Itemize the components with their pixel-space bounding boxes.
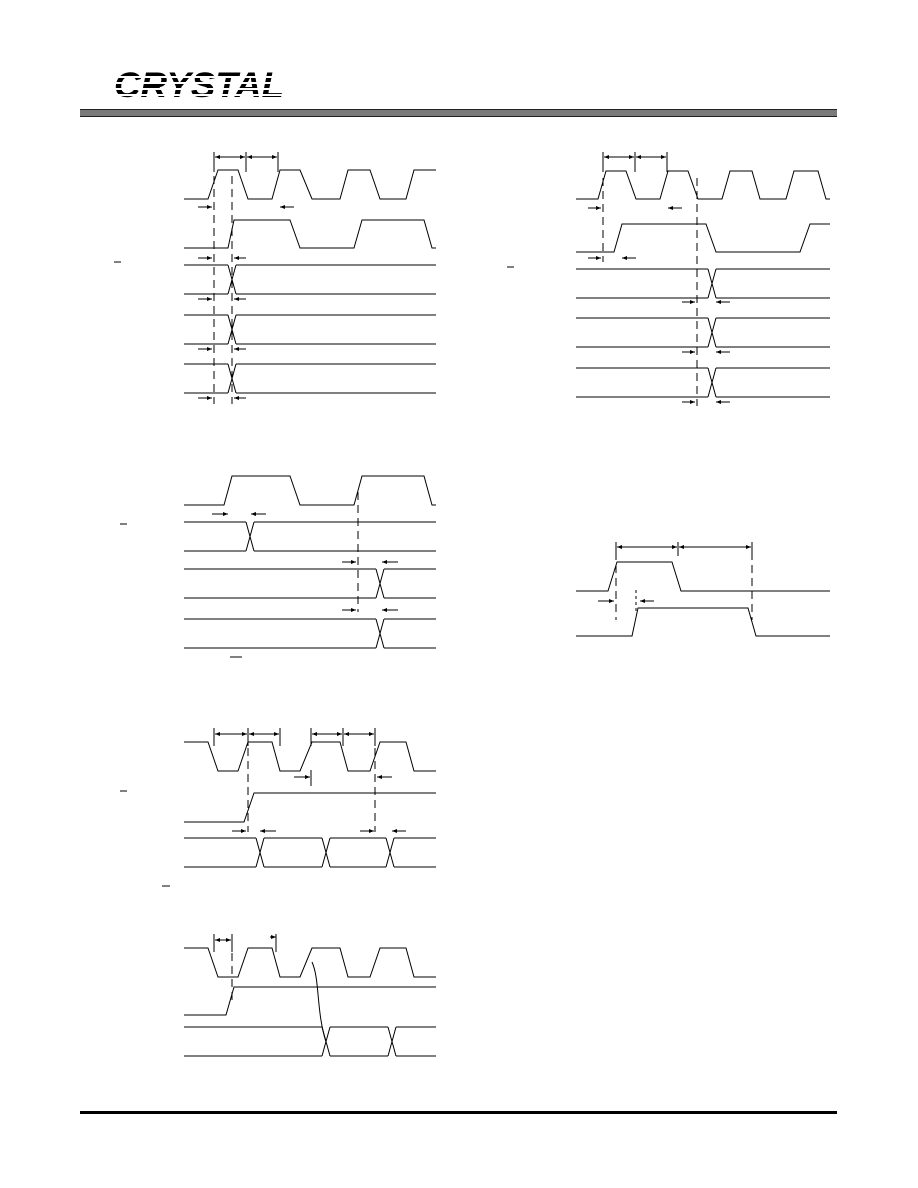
svg-text:CRYSTAL: CRYSTAL xyxy=(114,66,284,102)
control-waveform xyxy=(184,986,436,1016)
bus-waveform xyxy=(184,837,436,868)
timing-diagram-5 xyxy=(120,728,436,887)
clock-waveform xyxy=(576,607,830,637)
bus-waveform xyxy=(576,317,830,348)
bus-waveform xyxy=(576,367,830,398)
bus-waveform xyxy=(184,363,436,394)
bus-waveform xyxy=(184,1026,436,1057)
timing-diagram-1 xyxy=(114,152,436,404)
clock-waveform xyxy=(184,475,436,506)
footer-rule xyxy=(80,1111,837,1114)
crystal-logo: CRYSTAL xyxy=(114,66,284,102)
clock-waveform xyxy=(576,223,830,253)
bus-waveform xyxy=(184,618,436,649)
timing-diagram-4 xyxy=(576,542,830,637)
clock-waveform xyxy=(576,561,830,592)
bus-waveform xyxy=(184,568,436,599)
clock-waveform xyxy=(184,741,436,772)
clock-waveform xyxy=(576,170,830,200)
bus-waveform xyxy=(184,314,436,345)
timing-diagram-3 xyxy=(120,475,436,658)
causal-curve xyxy=(311,961,327,1043)
clock-waveform xyxy=(184,947,436,978)
clock-waveform xyxy=(184,169,436,200)
bus-waveform xyxy=(576,268,830,299)
control-waveform xyxy=(184,792,436,823)
header-bar xyxy=(80,109,837,117)
bus-waveform xyxy=(184,264,436,295)
clock-waveform xyxy=(184,219,436,249)
bus-waveform xyxy=(184,521,436,552)
timing-diagram-6 xyxy=(184,934,436,1057)
timing-diagram-2 xyxy=(507,152,830,406)
